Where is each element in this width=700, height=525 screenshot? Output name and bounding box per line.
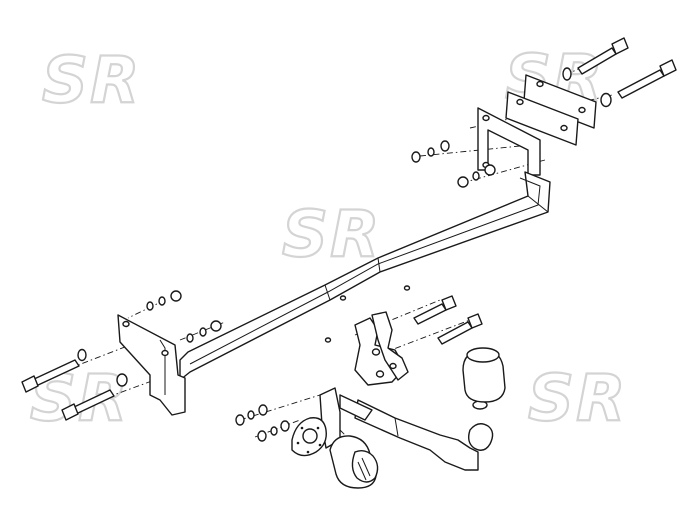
bolt-center-2 — [437, 313, 483, 345]
bolt-left-1 — [21, 359, 80, 393]
watermark-top-left: SR — [42, 44, 141, 118]
watermark-bottom-left: SR — [30, 362, 129, 436]
bolt-left-2 — [61, 389, 115, 421]
watermark-center: SR — [282, 198, 381, 272]
watermark-bottom-right: SR — [528, 362, 627, 436]
right-mounting-plates — [505, 74, 597, 146]
bolt-center-1 — [413, 295, 457, 325]
center-bolts — [413, 295, 483, 345]
left-side-bracket — [117, 314, 186, 416]
top-right-bolts — [562, 37, 677, 108]
center-tow-bracket — [354, 311, 409, 386]
watermarks: SR SR SR SR SR — [29, 41, 627, 437]
electrical-socket — [329, 435, 379, 489]
top-right-nuts — [411, 140, 496, 188]
left-nuts — [146, 290, 222, 343]
bolt-top-1 — [577, 37, 629, 75]
left-bolts — [21, 348, 128, 421]
electrical-socket-plate — [291, 417, 327, 457]
bottom-nuts — [235, 404, 290, 442]
bolt-top-2 — [617, 59, 677, 99]
tow-ball-arm — [354, 347, 506, 471]
